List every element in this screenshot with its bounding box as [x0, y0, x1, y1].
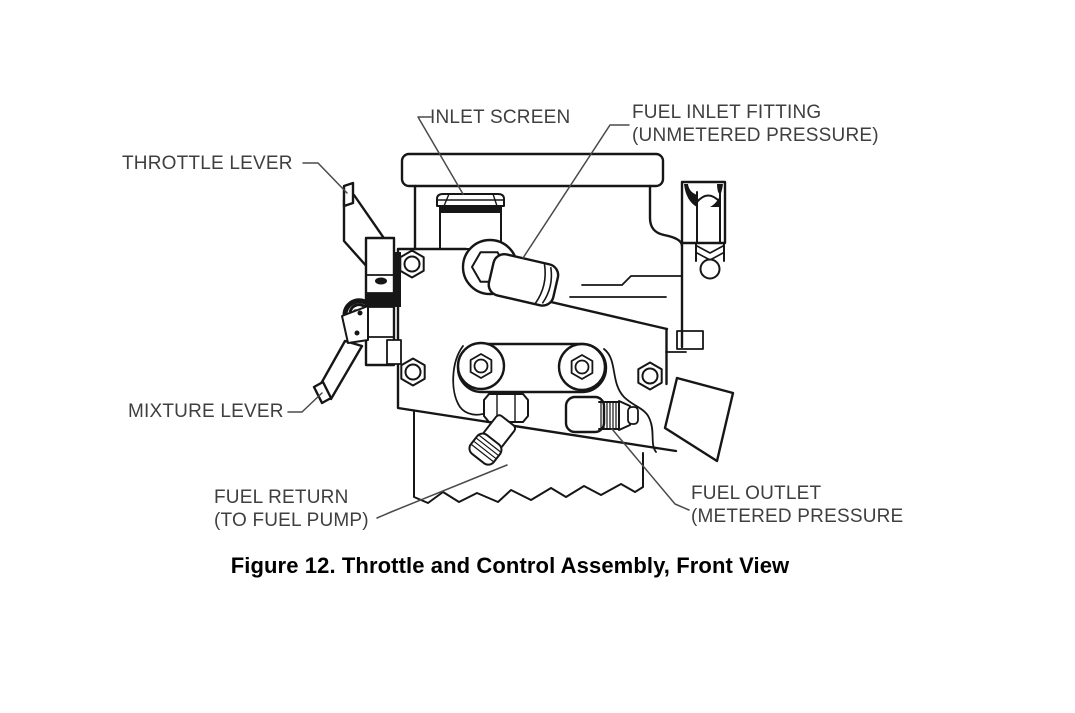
label-fuel-return-line2: (TO FUEL PUMP)	[214, 510, 369, 531]
fuel-inlet-fitting-part	[461, 238, 560, 307]
throttle-shaft-bosses	[452, 341, 657, 453]
figure-caption: Figure 12. Throttle and Control Assembly…	[230, 553, 790, 578]
label-inlet-screen: INLET SCREEN	[430, 107, 571, 128]
label-fuel-return: FUEL RETURN (TO FUEL PUMP)	[214, 486, 369, 532]
label-mixture-lever: MIXTURE LEVER	[128, 401, 284, 422]
inlet-screen-leader	[417, 116, 464, 195]
fuel-return-fitting-part	[468, 393, 529, 466]
label-throttle-lever: THROTTLE LEVER	[122, 153, 293, 174]
label-fuel-outlet: FUEL OUTLET (METERED PRESSURE	[691, 482, 903, 528]
control-mounting-plate	[396, 247, 704, 453]
leader-lines	[287, 116, 690, 519]
break-line	[413, 410, 644, 504]
tilted-side-plate	[663, 376, 735, 463]
fuel-inlet-leader	[522, 124, 630, 259]
label-fuel-inlet-line2: (UNMETERED PRESSURE)	[632, 125, 879, 146]
throttle-lever-leader	[302, 162, 348, 194]
label-fuel-outlet-line2: (METERED PRESSURE	[691, 506, 904, 527]
throttle-body	[400, 152, 684, 298]
fuel-outlet-leader	[611, 428, 690, 511]
label-fuel-return-line1: FUEL RETURN	[214, 487, 349, 508]
hex-nuts	[399, 249, 663, 391]
label-fuel-outlet-line1: FUEL OUTLET	[691, 483, 822, 504]
right-bracket-assembly	[680, 180, 727, 349]
lever-hub-assembly	[312, 181, 402, 405]
fuel-return-leader	[376, 464, 508, 519]
label-fuel-inlet-fitting: FUEL INLET FITTING (UNMETERED PRESSURE)	[632, 101, 879, 147]
label-fuel-inlet-line1: FUEL INLET FITTING	[632, 102, 822, 123]
fuel-outlet-fitting-part	[564, 395, 639, 434]
mixture-lever-leader	[287, 392, 323, 413]
